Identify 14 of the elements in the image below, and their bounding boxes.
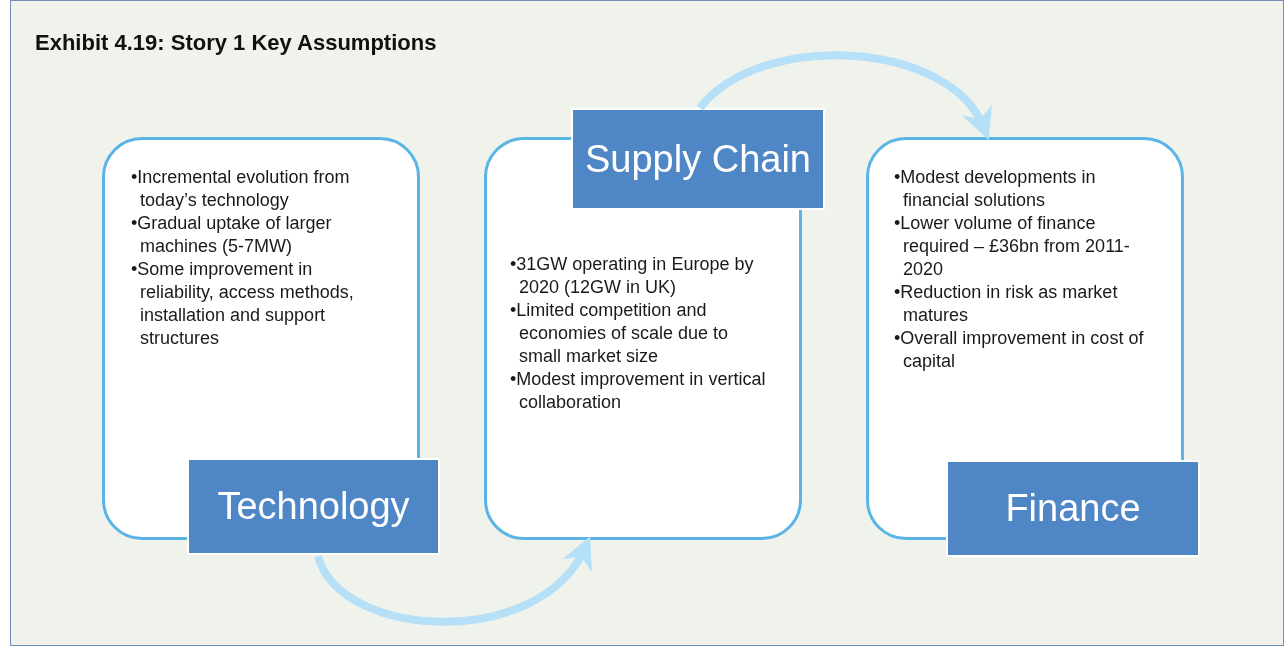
bullet-text: •Modest developments in financial solutions: [894, 166, 1097, 212]
bullet-text: •Some improvement in reliability, access methods, installation and support structures: [131, 258, 355, 350]
bullet-text: •Reduction in risk as market matures: [894, 281, 1119, 327]
heading-tab: Supply Chain: [571, 108, 825, 210]
bullet-text: •Limited competition and economies of scale due to small market size: [510, 299, 730, 368]
bullet-text: •Incremental evolution from today’s technology: [131, 166, 351, 212]
heading-tab: Finance: [946, 460, 1200, 557]
bullet-text: •Gradual uptake of larger machines (5-7MW): [131, 212, 333, 258]
bullet-text: •31GW operating in Europe by 2020 (12GW in UK): [510, 253, 755, 299]
title: Exhibit 4.19: Story 1 Key Assumptions: [35, 29, 437, 57]
bullet-text: •Overall improvement in cost of capital: [894, 327, 1145, 373]
heading-tab: Technology: [187, 458, 440, 555]
bullet-text: •Lower volume of finance required – £36bn from 2011-2020: [894, 212, 1131, 281]
bullet-text: •Modest improvement in vertical collaboration: [510, 368, 767, 414]
